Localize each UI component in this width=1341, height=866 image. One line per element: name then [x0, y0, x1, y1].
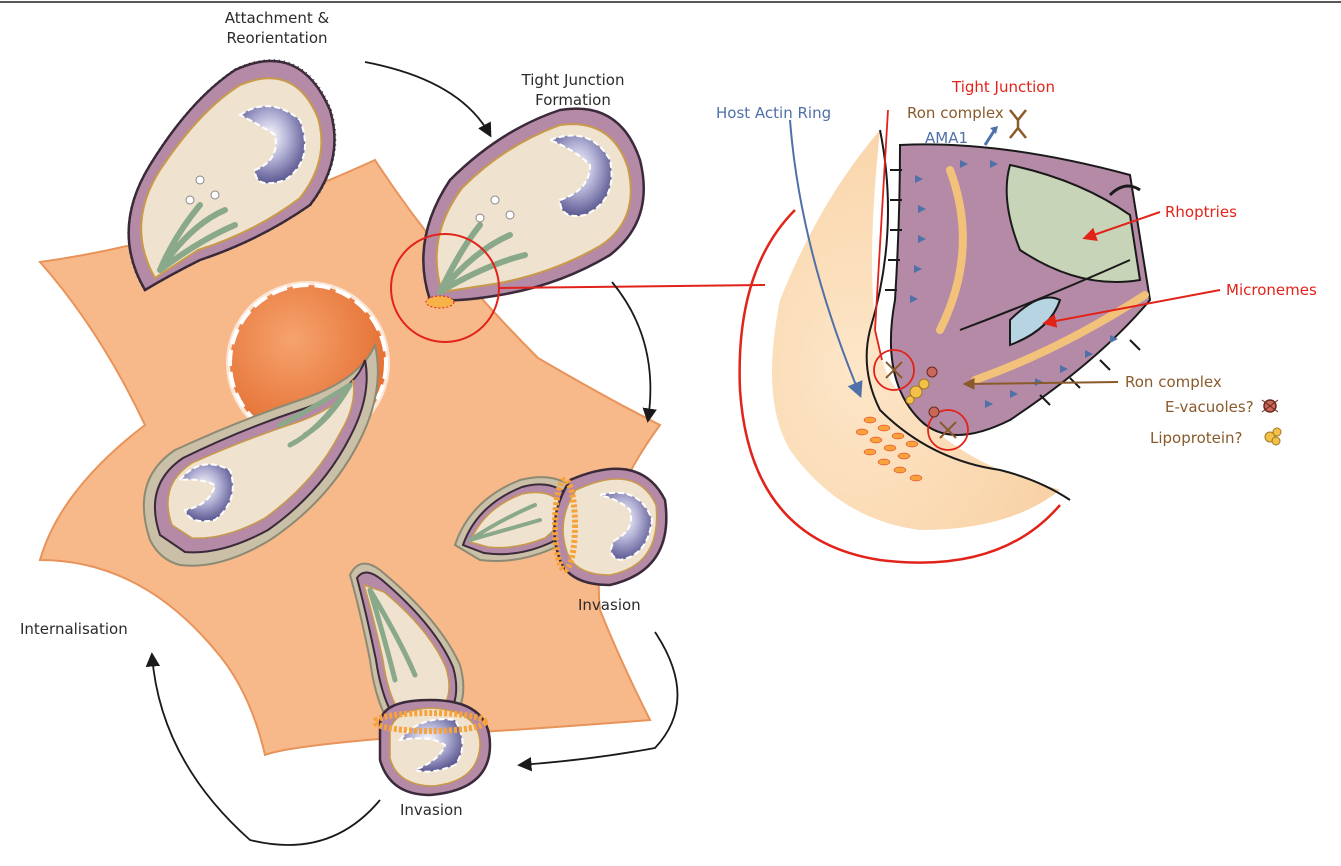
label-tj-formation-line1: Tight Junction: [513, 70, 633, 90]
label-invasion-right: Invasion: [578, 595, 641, 615]
label-internalisation: Internalisation: [20, 619, 128, 639]
callout-rhoptries: Rhoptries: [1165, 202, 1237, 222]
lipoprotein-glyph: [1265, 428, 1281, 445]
callout-host-actin-ring: Host Actin Ring: [716, 103, 831, 123]
label-tj-formation-line2: Formation: [513, 90, 633, 110]
arrow-attach-to-tj: [365, 62, 490, 135]
label-attachment: Attachment & Reorientation: [222, 8, 332, 48]
callout-ron-complex-right: Ron complex: [1125, 372, 1222, 392]
ama1-glyph: [985, 126, 998, 145]
callout-tight-junction: Tight Junction: [952, 77, 1055, 97]
callout-ron-complex-top: Ron complex: [907, 103, 1004, 123]
ron-complex-glyph: [1010, 110, 1026, 138]
label-attachment-line1: Attachment &: [222, 8, 332, 28]
callout-ama1: AMA1: [925, 128, 968, 148]
label-tj-formation: Tight Junction Formation: [513, 70, 633, 110]
zoom-panel: [740, 130, 1150, 563]
callout-e-vacuoles: E-vacuoles?: [1165, 397, 1254, 417]
callout-lipoprotein: Lipoprotein?: [1150, 428, 1243, 448]
parasite-tj-formation: [423, 109, 643, 308]
arrow-tj-to-invasion: [612, 282, 650, 420]
e-vacuole-glyph: [1262, 400, 1278, 412]
label-invasion-bottom: Invasion: [400, 800, 463, 820]
label-attachment-line2: Reorientation: [222, 28, 332, 48]
callout-micronemes: Micronemes: [1226, 280, 1317, 300]
